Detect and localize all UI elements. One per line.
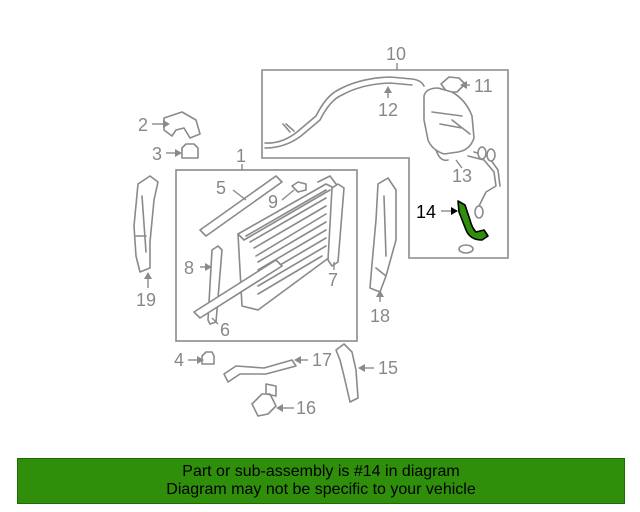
footer-banner: Part or sub-assembly is #14 in diagram D… xyxy=(17,458,625,504)
callout-2: 2 xyxy=(138,115,148,135)
callout-19: 19 xyxy=(136,290,156,310)
footer-disclaimer: Diagram may not be specific to your vehi… xyxy=(166,481,476,498)
arrow-3 xyxy=(175,149,182,157)
air-guide-19 xyxy=(133,175,159,273)
arrow-18 xyxy=(376,290,384,297)
callout-12: 12 xyxy=(378,100,398,120)
o-ring-c xyxy=(474,205,484,219)
callout-16: 16 xyxy=(296,398,316,418)
air-guide-18 xyxy=(369,177,397,293)
arrow-15 xyxy=(358,364,365,372)
reservoir-tank xyxy=(423,87,475,155)
o-ring-b xyxy=(486,148,496,162)
reservoir-hose-12-outer xyxy=(264,82,413,149)
hose-17 xyxy=(223,359,297,383)
air-guide-19-detail xyxy=(135,195,147,253)
arrow-12 xyxy=(384,86,392,93)
callout-10: 10 xyxy=(386,44,406,64)
air-guide-18-detail xyxy=(375,195,387,277)
callout-7: 7 xyxy=(328,270,338,290)
reservoir-hose-12 xyxy=(264,76,425,144)
highlighted-hose-14 xyxy=(457,200,489,241)
callout-15: 15 xyxy=(378,358,398,378)
seal-5 xyxy=(199,175,283,237)
hose-clip xyxy=(282,123,295,133)
bracket-2 xyxy=(163,111,201,139)
radiator-fins xyxy=(245,189,327,295)
arrow-16 xyxy=(276,404,283,412)
leader-9 xyxy=(281,189,295,201)
radiator-group-box xyxy=(175,169,358,342)
o-ring-a xyxy=(477,146,487,160)
callout-6: 6 xyxy=(220,320,230,340)
callout-13: 13 xyxy=(452,166,472,186)
footer-part-note: Part or sub-assembly is #14 in diagram xyxy=(182,463,460,480)
hose-15 xyxy=(335,343,359,403)
callout-18: 18 xyxy=(370,306,390,326)
arrow-8 xyxy=(205,263,212,271)
reservoir-group-box xyxy=(261,69,509,259)
leader-13 xyxy=(455,159,463,169)
seal-7 xyxy=(327,183,345,267)
o-ring-d xyxy=(458,244,474,254)
drain-cock-9 xyxy=(291,181,307,193)
arrow-17 xyxy=(294,356,301,364)
callout-17: 17 xyxy=(312,350,332,370)
leader-5 xyxy=(232,189,247,201)
callout-8: 8 xyxy=(184,258,194,278)
callout-9: 9 xyxy=(268,192,278,212)
radiator-tank-top xyxy=(237,175,337,241)
callout-3: 3 xyxy=(152,144,162,164)
reservoir-pipe-13 xyxy=(467,151,501,209)
hose-16 xyxy=(251,383,277,417)
grommet-3 xyxy=(181,143,199,159)
callout-1: 1 xyxy=(236,146,246,166)
arrow-11 xyxy=(460,81,467,89)
arrow-19 xyxy=(144,272,152,279)
grommet-4 xyxy=(201,351,215,365)
arrow-14 xyxy=(451,207,458,215)
callout-11: 11 xyxy=(474,76,493,96)
callout-14: 14 xyxy=(416,202,436,222)
reservoir-tank-detail xyxy=(431,111,471,162)
arrow-4 xyxy=(197,356,204,364)
seal-6 xyxy=(193,259,283,319)
leader-6 xyxy=(211,317,219,325)
callout-4: 4 xyxy=(174,350,184,370)
arrow-2 xyxy=(163,120,170,128)
callout-5: 5 xyxy=(216,178,226,198)
